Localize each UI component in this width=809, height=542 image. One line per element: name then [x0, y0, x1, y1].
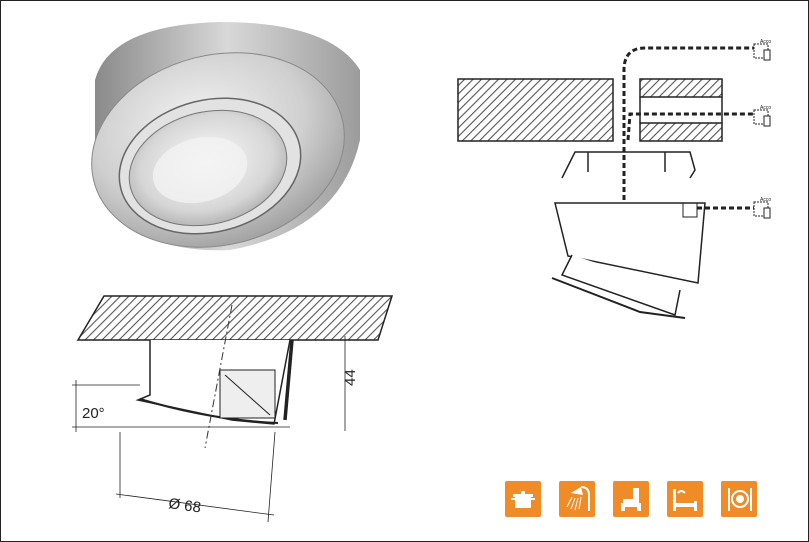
- connector-label: Acco: [760, 39, 771, 45]
- connector-label: Acco: [760, 105, 771, 111]
- bed-icon: [667, 481, 703, 517]
- cooking-pot-icon: [505, 481, 541, 517]
- armchair-icon: [613, 481, 649, 517]
- connector-label: Acco: [760, 197, 771, 203]
- connector-icon: Acco: [753, 197, 771, 219]
- dining-plate-icon: [721, 481, 757, 517]
- wiring-diagram: Acco Acco Acco: [457, 39, 771, 319]
- angle-label: 20°: [82, 405, 105, 422]
- diameter-label: Ø 68: [167, 495, 202, 516]
- shower-icon: [559, 481, 595, 517]
- connector-icon: Acco: [753, 105, 771, 127]
- height-label: 44: [342, 369, 359, 386]
- connector-icon: Acco: [753, 39, 771, 61]
- section-drawing: 20° 44 Ø 68: [72, 295, 394, 523]
- usage-icons: [505, 481, 757, 517]
- downlight-photo: [91, 22, 360, 251]
